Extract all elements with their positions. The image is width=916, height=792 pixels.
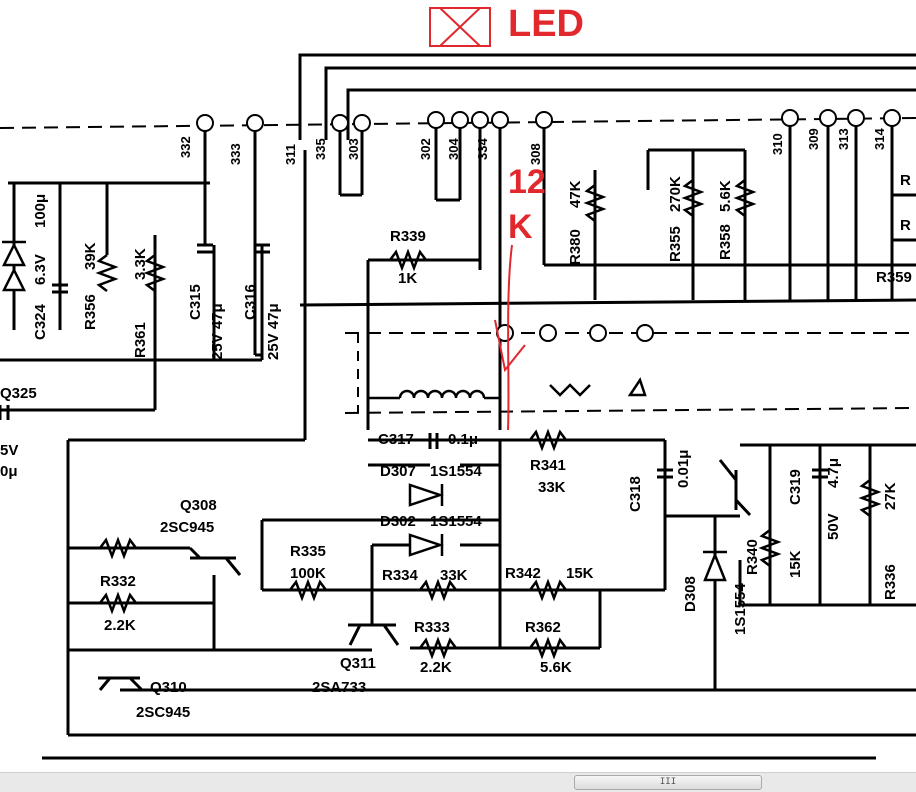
c317-value: 0.1μ: [448, 431, 478, 448]
c318-ref: C318: [627, 476, 644, 512]
transistors: [98, 459, 752, 692]
r339-ref: R339: [390, 228, 426, 245]
d302-ref: D302: [380, 513, 416, 530]
pin-label: 310: [770, 133, 785, 155]
r358-ref: R358: [717, 224, 734, 260]
r361-ref: R361: [132, 322, 149, 358]
schematic-viewer[interactable]: LED 12 K 332 333 311 335 303 302 304 334…: [0, 0, 916, 772]
r342-ref: R342: [505, 565, 541, 582]
connector-pins: [196, 109, 901, 342]
r336-value: 27K: [882, 482, 899, 510]
r334-ref: R334: [382, 567, 419, 584]
right-ref-1: R: [900, 172, 911, 189]
q308-part: 2SC945: [160, 519, 214, 536]
r333-ref: R333: [414, 619, 450, 636]
c315-ref: C315: [187, 284, 204, 320]
r334-value: 33K: [440, 567, 468, 584]
d308-part: 1S1554: [732, 583, 749, 635]
r341-value: 33K: [538, 479, 566, 496]
r342-value: 15K: [566, 565, 594, 582]
r359-ref: R359: [876, 269, 912, 286]
pin-label: 313: [836, 128, 851, 150]
r380-ref: R380: [567, 229, 584, 265]
pin-label: 311: [283, 144, 298, 165]
r339-value: 1K: [398, 270, 417, 287]
r362-ref: R362: [525, 619, 561, 636]
pin-label: 334: [475, 138, 490, 160]
horizontal-scrollbar[interactable]: III: [0, 772, 916, 792]
d302-part: 1S1554: [430, 513, 482, 530]
q311-ref: Q311: [340, 655, 376, 672]
r332-value: 2.2K: [104, 617, 136, 634]
scrollbar-thumb[interactable]: III: [574, 775, 762, 790]
d308-ref: D308: [682, 576, 699, 612]
left-cap-value: 0μ: [0, 463, 18, 480]
red-annotation: [429, 7, 526, 431]
left-cap-voltage: 5V: [0, 442, 18, 459]
q325-ref: Q325: [0, 385, 37, 402]
d307-ref: D307: [380, 463, 416, 480]
pin-label: 314: [872, 128, 887, 150]
c317-ref: C317: [378, 431, 414, 448]
resistor-unit: K: [508, 208, 533, 246]
r333-value: 2.2K: [420, 659, 452, 676]
q310-ref: Q310: [150, 679, 187, 696]
r340-value: 15K: [787, 550, 804, 578]
pin-labels: 332 333 311 335 303 302 304 334 308 310 …: [178, 128, 887, 165]
r335-value: 100K: [290, 565, 326, 582]
resistors: [95, 179, 882, 660]
r340-ref: R340: [744, 539, 761, 575]
q308-ref: Q308: [180, 497, 217, 514]
right-ref-2: R: [900, 217, 911, 234]
diodes: [1, 240, 727, 582]
led-label: LED: [508, 3, 584, 45]
c319-value: 4.7μ: [825, 458, 842, 488]
scrollbar-grip-icon: III: [659, 777, 677, 787]
r332-ref: R332: [100, 573, 136, 590]
c319-ref: C319: [787, 469, 804, 505]
pin-label: 303: [346, 138, 361, 160]
c318-value: 0.01μ: [675, 450, 692, 488]
r358-value: 5.6K: [717, 180, 734, 212]
r355-ref: R355: [667, 226, 684, 262]
r356-ref: R356: [82, 294, 99, 330]
zener-voltage: 6.3V: [32, 254, 49, 285]
q311-part: 2SA733: [312, 679, 366, 696]
coil: [368, 389, 500, 400]
c315-value: 25V 47μ: [209, 303, 226, 360]
r336-ref: R336: [882, 564, 899, 600]
r335-ref: R335: [290, 543, 326, 560]
r356-value: 39K: [82, 242, 99, 270]
pin-label: 335: [313, 138, 328, 160]
capacitors: [0, 243, 828, 479]
r341-ref: R341: [530, 457, 566, 474]
component-labels: R339 1K R380 47K R355 270K R358 5.6K R35…: [0, 172, 912, 721]
r362-value: 5.6K: [540, 659, 572, 676]
pin-label: 308: [528, 143, 543, 165]
d307-part: 1S1554: [430, 463, 482, 480]
resistor-value: 12: [508, 163, 546, 201]
schematic-diagram: LED 12 K 332 333 311 335 303 302 304 334…: [0, 3, 916, 760]
pin-label: 302: [418, 138, 433, 160]
c319-voltage: 50V: [825, 513, 842, 540]
pin-label: 332: [178, 136, 193, 158]
q310-part: 2SC945: [136, 704, 190, 721]
r380-value: 47K: [567, 180, 584, 208]
wiring: [0, 53, 916, 760]
pin-label: 309: [806, 128, 821, 150]
zener-cap: 100μ: [32, 194, 49, 228]
pin-label: 304: [446, 138, 461, 160]
c324-ref: C324: [32, 303, 49, 340]
r355-value: 270K: [667, 176, 684, 212]
r361-value: 3.3K: [132, 248, 149, 280]
c316-ref: C316: [242, 284, 259, 320]
c316-value: 25V 47μ: [265, 303, 282, 360]
pin-label: 333: [228, 143, 243, 165]
